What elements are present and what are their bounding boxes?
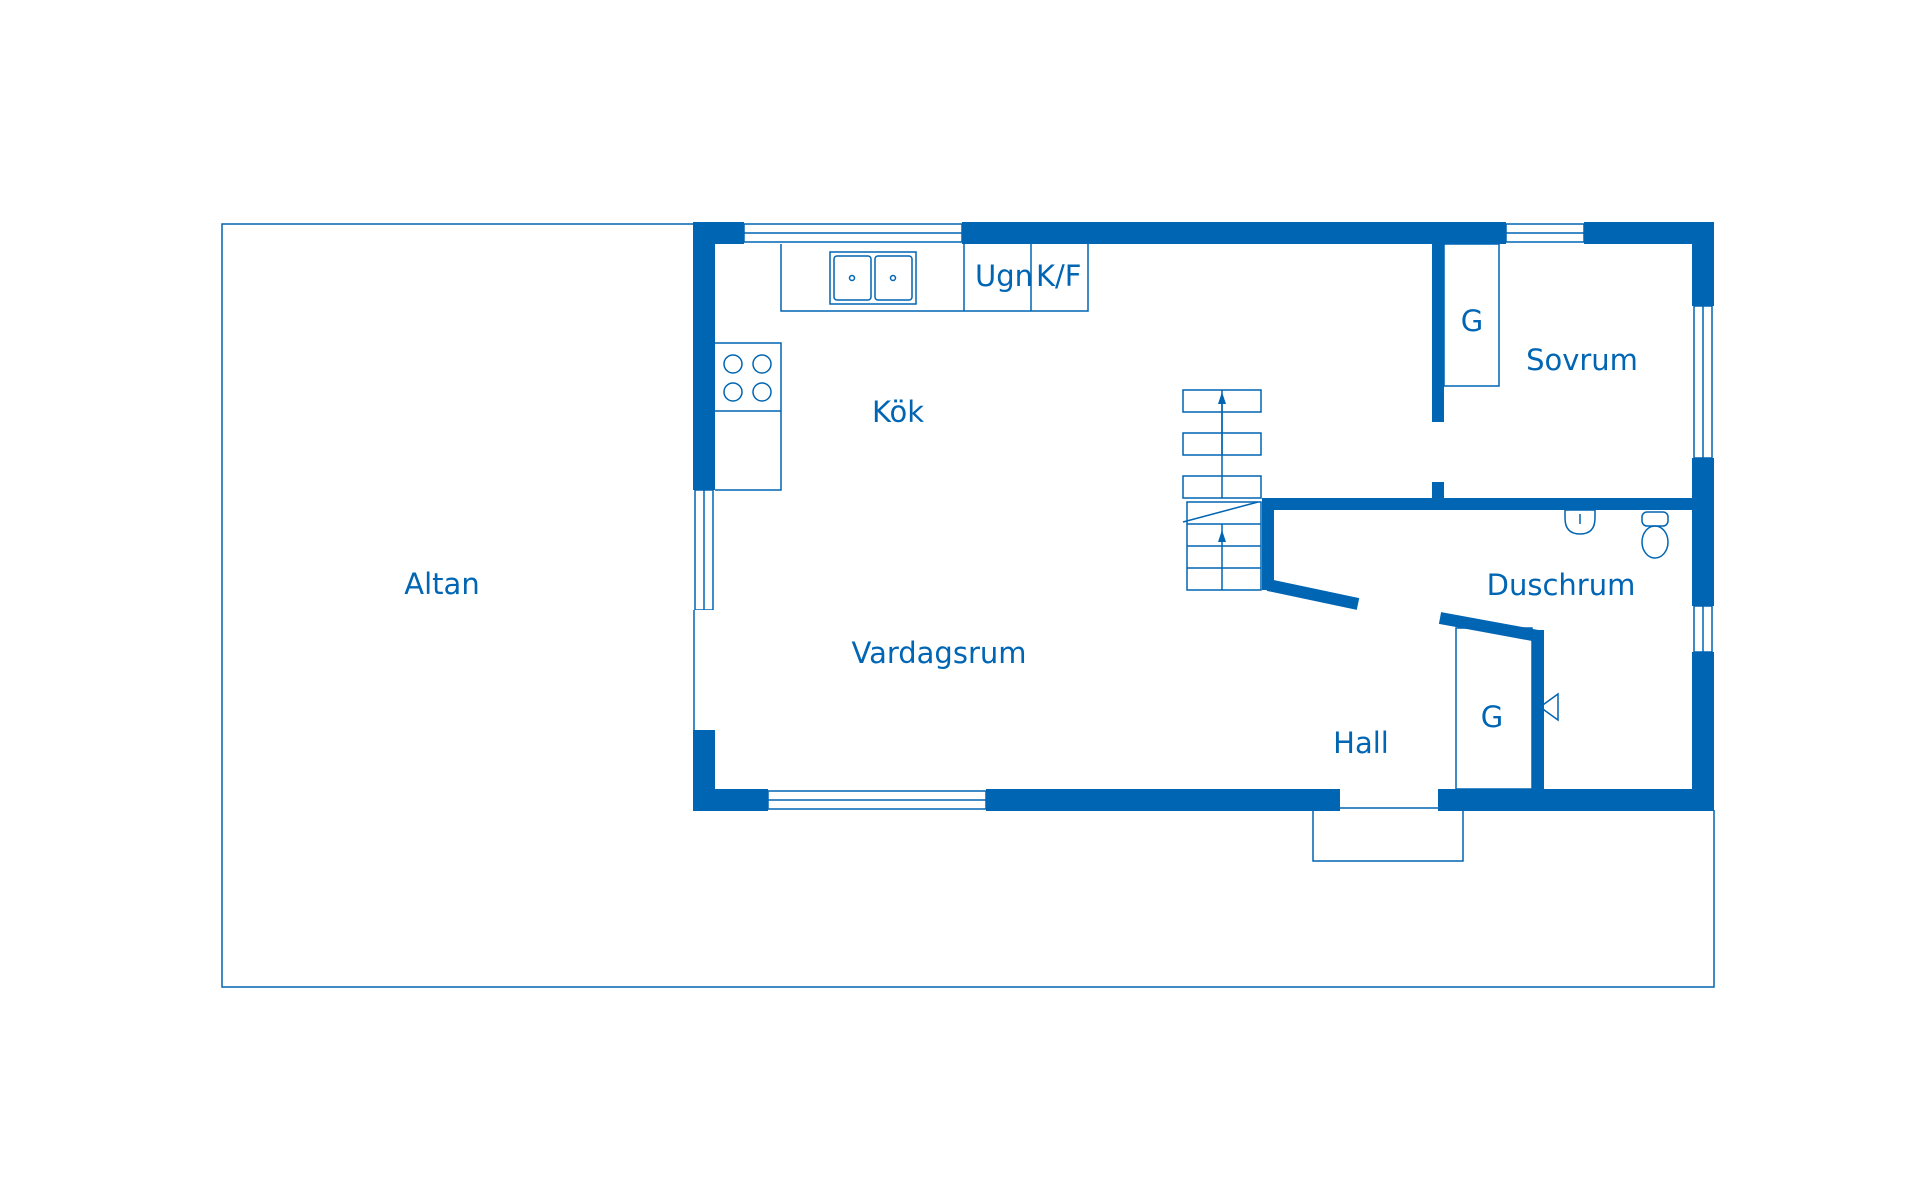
room-label-duschrum: Duschrum <box>1487 568 1636 602</box>
wardrobe-hall <box>1455 627 1533 790</box>
entrance-door-opening <box>1340 787 1438 813</box>
altan-outline <box>221 223 1715 988</box>
oven-label: Ugn <box>975 259 1033 293</box>
washbasin-icon <box>1564 509 1596 535</box>
wardrobe-bedroom <box>1443 243 1500 387</box>
terrace-door-opening <box>691 610 717 730</box>
room-label-vardagsrum: Vardagsrum <box>851 636 1026 670</box>
stove-icon <box>723 354 772 402</box>
sink-icon <box>829 251 917 305</box>
fridge-freezer-label: K/F <box>1036 259 1081 293</box>
shower-icon <box>1538 692 1559 722</box>
kitchen-counter <box>715 244 1089 491</box>
openings <box>691 610 1438 813</box>
window-bottom-living <box>767 787 987 813</box>
window-left-kitchen <box>691 489 717 611</box>
window-right-shower <box>1690 605 1716 653</box>
toilet-icon <box>1641 511 1669 559</box>
staircase <box>1182 389 1262 591</box>
entrance-step <box>1312 811 1464 862</box>
window-right-bedroom <box>1690 305 1716 459</box>
window-top-bedroom <box>1505 220 1585 246</box>
wardrobe-label-hall: G <box>1481 700 1503 734</box>
interior-walls <box>1262 244 1702 790</box>
window-top-kitchen <box>743 220 963 246</box>
wardrobe-label-bedroom: G <box>1461 304 1483 338</box>
room-label-altan: Altan <box>404 567 479 601</box>
room-label-sovrum: Sovrum <box>1526 343 1638 377</box>
room-label-kok: Kök <box>872 395 924 429</box>
room-label-hall: Hall <box>1333 726 1389 760</box>
windows <box>691 220 1716 813</box>
stair-arrow-icon <box>1218 392 1226 542</box>
